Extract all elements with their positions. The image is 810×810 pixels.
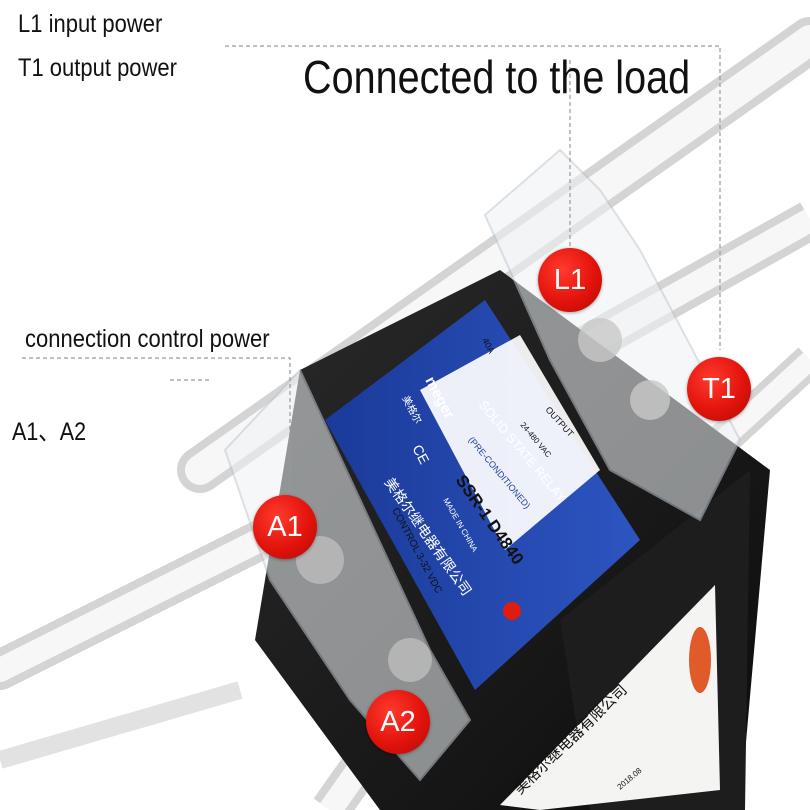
side-sticker <box>500 585 720 810</box>
control-power-label: connection control power <box>25 325 270 353</box>
terminal-badge-l1: L1 <box>538 248 602 312</box>
connected-to-load-label: Connected to the load <box>303 51 691 103</box>
a1-a2-label: A1、A2 <box>12 418 87 446</box>
front-label <box>325 300 640 690</box>
t1-output-power-label: T1 output power <box>18 54 177 82</box>
cable-lower <box>0 500 320 690</box>
l1-input-power-label: L1 input power <box>18 10 163 38</box>
terminal-badge-a2: A2 <box>366 690 430 754</box>
terminal-badge-t1: T1 <box>687 357 751 421</box>
terminal-badge-a1: A1 <box>253 495 317 559</box>
guide-lines <box>22 45 721 500</box>
